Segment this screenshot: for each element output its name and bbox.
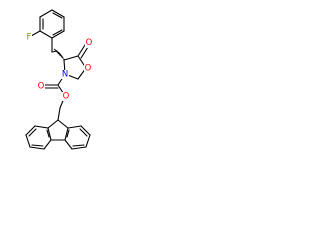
stereo-hash-bond (53, 48, 65, 61)
bond-aryl-inner-3 (52, 12, 63, 19)
lactone-oxygen-atom: O (85, 38, 93, 48)
carbamate-oxygen-atom: O (37, 82, 45, 92)
bond-c5-o-double-b (80, 46, 89, 59)
bond-fl-r-inner-2 (72, 144, 85, 147)
bond-layer (25, 9, 91, 150)
ring-oxygen-label: O (85, 64, 92, 74)
bond-aryl-2 (39, 30, 53, 39)
bond-fl-c9-c8a (47, 119, 59, 129)
bond-fl-r2 (80, 125, 91, 136)
bond-fl-r-inner-1 (79, 128, 88, 137)
bond-fl-l3 (25, 134, 31, 148)
chemical-structure-diagram: F O O N O O (0, 0, 152, 152)
bond-fl-l-inner-1 (28, 128, 37, 137)
fluorine-label: F (27, 33, 32, 43)
lactone-oxygen-label: O (86, 38, 93, 48)
bond-c5-o-double-a (77, 44, 86, 57)
bond-c4-c5 (63, 55, 79, 61)
bond-c-f (30, 30, 41, 37)
bond-fl-c9-c9a (57, 119, 69, 129)
bond-fl-r3 (85, 134, 91, 148)
hash-1 (63, 58, 65, 61)
bond-fl-r4 (71, 146, 87, 150)
bond-aryl-inner-2 (52, 29, 63, 36)
bond-fl-l4 (29, 146, 45, 150)
bond-fl-l-inner-3 (46, 129, 50, 138)
nitrogen-label: N (62, 70, 68, 80)
bond-fl-l2 (25, 125, 36, 136)
ester-oxygen-label: O (63, 92, 70, 102)
bond-aryl-3 (51, 30, 65, 39)
bond-fl-c8a-c4b (47, 127, 52, 141)
nitrogen-atom: N (61, 70, 69, 80)
bond-ch2-c9 (57, 107, 61, 121)
bond-fl-c9a-c4a (64, 127, 69, 141)
bond-fl-l-inner-2 (31, 144, 44, 147)
bond-ch2-c4 (51, 50, 58, 53)
fluorine-atom: F (25, 33, 32, 43)
ester-oxygen-atom: O (62, 92, 70, 102)
bond-fl-r-inner-3 (66, 129, 70, 138)
bond-aryl-5 (51, 9, 65, 18)
molecule-svg: F O O N O O (25, 9, 93, 150)
atom-labels: F O O N O O (25, 33, 93, 102)
bond-aryl-6 (39, 9, 53, 18)
carbamate-oxygen-label: O (38, 82, 45, 92)
bond-fl-l1 (34, 125, 49, 129)
bond-fl-r5 (64, 139, 73, 150)
ring-oxygen-atom: O (84, 64, 92, 74)
bond-fl-l5 (43, 139, 52, 150)
bond-fl-r1 (67, 125, 82, 129)
